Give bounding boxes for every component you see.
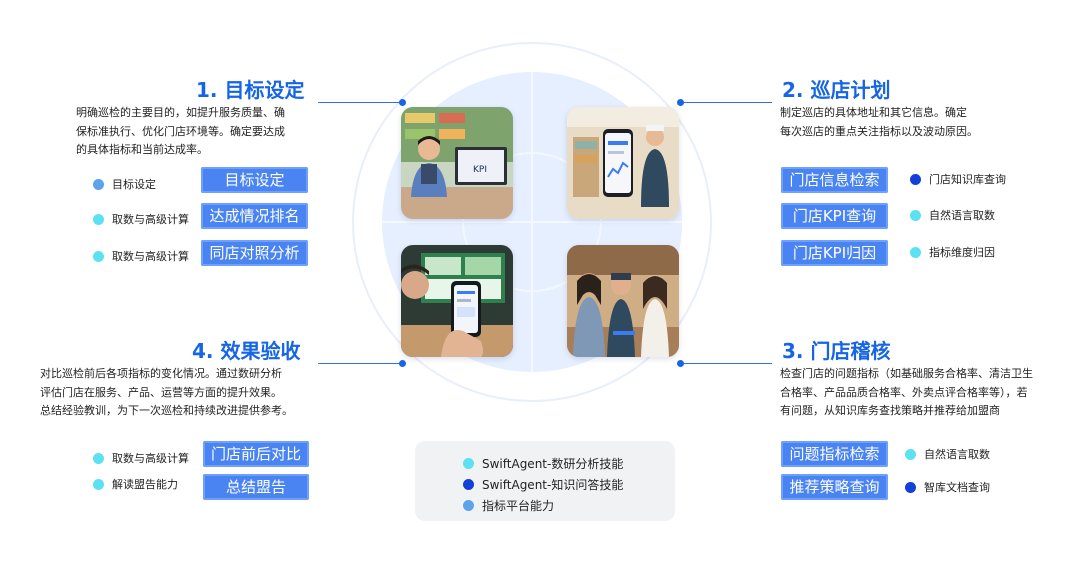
connector-s2 xyxy=(680,102,772,103)
photo-store-manager-laptop: KPI xyxy=(401,107,513,219)
connector-dot-s1 xyxy=(399,99,406,106)
section-desc-plan: 制定巡店的具体地址和其它信息。确定每次巡店的重点关注指标以及波动原因。 xyxy=(780,106,978,138)
connector-dot-s3 xyxy=(677,360,684,367)
strategy-recommend-button[interactable]: 推荐策略查询 xyxy=(781,474,888,500)
capability-label: 目标设定 xyxy=(93,176,156,192)
legend-box: SwiftAgent-数研分析技能 SwiftAgent-知识问答技能 指标平台… xyxy=(415,441,675,521)
photo-hand-phone-dashboard xyxy=(401,245,513,357)
store-kpi-query-button[interactable]: 门店KPI查询 xyxy=(781,203,888,229)
skill-qa-dot xyxy=(905,481,916,493)
connector-dot-s2 xyxy=(677,99,684,106)
skill-data-dot xyxy=(910,246,921,258)
section-desc-goal: 明确巡检的主要目的，如提升服务质量、确保标准执行、优化门店环境等。确定要达成的具… xyxy=(76,106,285,156)
legend-item-qa-skill: SwiftAgent-知识问答技能 xyxy=(463,476,623,493)
skill-data-dot xyxy=(93,452,104,464)
before-after-compare-button[interactable]: 门店前后对比 xyxy=(203,441,309,467)
skill-qa-dot xyxy=(463,479,474,490)
capability-label: 智库文档查询 xyxy=(905,479,990,495)
platform-dot xyxy=(463,500,474,511)
photo-staff-phone xyxy=(567,107,679,219)
section-title-acceptance: 4. 效果验收 xyxy=(192,339,301,363)
capability-label: 取数与高级计算 xyxy=(93,450,189,466)
section-title-plan: 2. 巡店计划 xyxy=(782,78,891,102)
skill-qa-dot xyxy=(910,173,921,185)
summary-report-button[interactable]: 总结盟告 xyxy=(203,474,309,500)
skill-data-dot xyxy=(93,213,104,225)
section-title-audit: 3. 门店稽核 xyxy=(782,339,891,363)
skill-data-dot xyxy=(905,448,916,460)
photo-team-counter xyxy=(567,245,679,357)
connector-s3 xyxy=(680,363,772,364)
problem-metric-search-button[interactable]: 问题指标检索 xyxy=(781,441,888,467)
connector-s4 xyxy=(318,363,403,364)
achievement-ranking-button[interactable]: 达成情况排名 xyxy=(201,203,308,229)
connector-s1 xyxy=(318,102,403,103)
capability-label: 自然语言取数 xyxy=(905,446,990,462)
core-ring xyxy=(462,152,602,292)
legend-item-platform: 指标平台能力 xyxy=(463,497,554,514)
skill-data-dot xyxy=(463,458,474,469)
capability-label: 指标维度归因 xyxy=(910,244,995,260)
skill-data-dot xyxy=(93,478,104,490)
skill-data-dot xyxy=(93,250,104,262)
capability-label: 门店知识库查询 xyxy=(910,171,1006,187)
capability-label: 取数与高级计算 xyxy=(93,248,189,264)
same-store-compare-button[interactable]: 同店对照分析 xyxy=(201,240,308,266)
platform-dot xyxy=(93,178,104,190)
goal-setting-button[interactable]: 目标设定 xyxy=(201,167,308,193)
section-title-goal: 1. 目标设定 xyxy=(196,78,305,102)
section-desc-acceptance: 对比巡检前后各项指标的变化情况。通过数研分析评估门店在服务、产品、运营等方面的提… xyxy=(40,367,293,417)
capability-label: 解读盟告能力 xyxy=(93,476,178,492)
store-info-search-button[interactable]: 门店信息检索 xyxy=(781,167,888,193)
capability-label: 自然语言取数 xyxy=(910,207,995,223)
legend-item-data-skill: SwiftAgent-数研分析技能 xyxy=(463,455,623,472)
kpi-screen-text: KPI xyxy=(473,165,487,175)
section-desc-audit: 检查门店的问题指标（如基础服务合格率、清洁卫生合格率、产品品质合格率、外卖点评合… xyxy=(780,367,1033,417)
connector-dot-s4 xyxy=(399,360,406,367)
store-kpi-attribution-button[interactable]: 门店KPI归因 xyxy=(781,240,888,266)
skill-data-dot xyxy=(910,209,921,221)
capability-label: 取数与高级计算 xyxy=(93,211,189,227)
